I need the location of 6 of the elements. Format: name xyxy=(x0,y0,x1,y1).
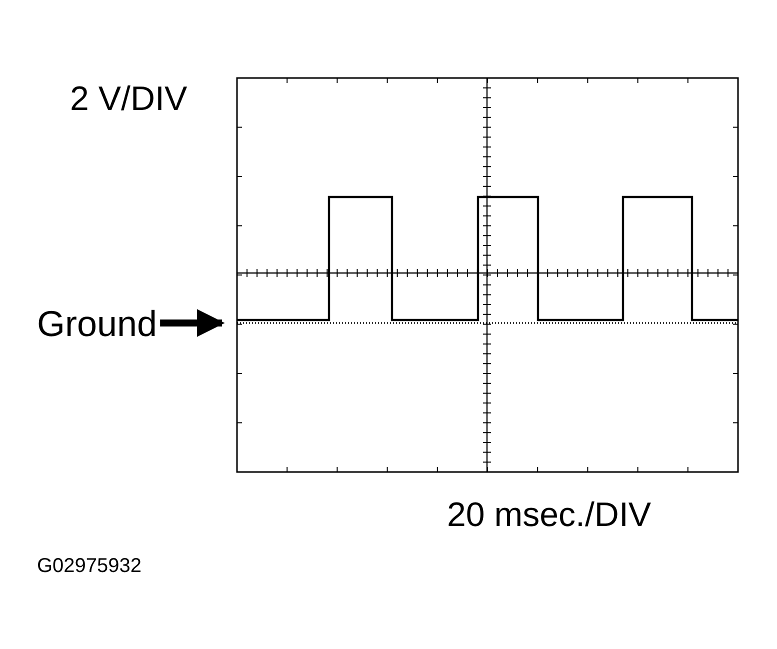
ground-label: Ground xyxy=(37,306,158,342)
leader-arrow xyxy=(160,309,225,337)
scale-label: 2 V/DIV xyxy=(70,82,188,116)
scale-label: 20 msec./DIV xyxy=(447,498,652,532)
ground-reference-line xyxy=(237,322,738,324)
figure-code: G02975932 xyxy=(37,556,142,576)
